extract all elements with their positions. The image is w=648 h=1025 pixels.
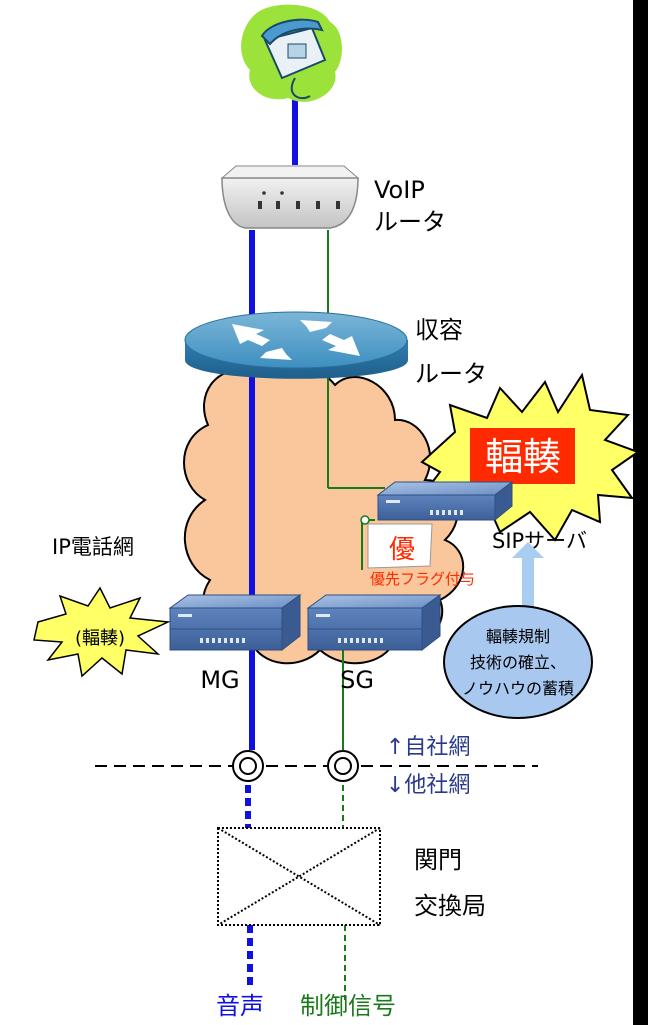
- sg-device-icon: [306, 594, 442, 652]
- sip-server-label: SIPサーバ: [492, 529, 587, 553]
- priority-flag-icon: 優: [360, 515, 433, 569]
- access-router-label-2: ルータ: [415, 360, 487, 388]
- regulation-bubble: 輻輳規制 技術の確立、 ノウハウの蓄積: [443, 605, 593, 719]
- voip-router-label-1: VoIP: [374, 176, 425, 204]
- right-border: [633, 0, 648, 1025]
- gateway-exchange-label-1: 関門: [414, 846, 462, 874]
- sg-label: SG: [340, 666, 374, 694]
- interconnect-point-voice: [232, 750, 264, 782]
- access-router-icon: [184, 311, 408, 379]
- telephone-icon: [241, 4, 342, 102]
- priority-char: 優: [389, 535, 415, 565]
- bubble-line-3: ノウハウの蓄積: [462, 679, 574, 698]
- other-network-label: ↓他社網: [386, 773, 470, 798]
- interconnect-point-control: [327, 750, 359, 782]
- sip-server-icon: [376, 480, 514, 522]
- ip-network-label: IP電話網: [52, 535, 134, 559]
- gateway-exchange-box: [217, 827, 381, 926]
- up-arrow-icon: [512, 542, 544, 618]
- own-network-label: ↑自社網: [386, 735, 470, 760]
- mg-congestion-label: (輻輳): [75, 628, 125, 649]
- mg-device-icon: [168, 594, 302, 652]
- legend-control: 制御信号: [300, 992, 396, 1020]
- gateway-exchange-label-2: 交換局: [414, 892, 486, 920]
- legend-voice: 音声: [216, 992, 264, 1020]
- voip-router-icon: [220, 165, 360, 229]
- mg-label: MG: [200, 666, 239, 694]
- mg-congestion-burst: (輻輳): [33, 586, 171, 678]
- priority-flag-label: 優先フラグ付与: [370, 570, 475, 588]
- congestion-label: 輻輳: [485, 435, 561, 479]
- voip-router-label-2: ルータ: [374, 208, 446, 236]
- bubble-line-2: 技術の確立、: [470, 653, 566, 672]
- bubble-line-1: 輻輳規制: [486, 627, 550, 646]
- access-router-label-1: 収容: [415, 316, 463, 344]
